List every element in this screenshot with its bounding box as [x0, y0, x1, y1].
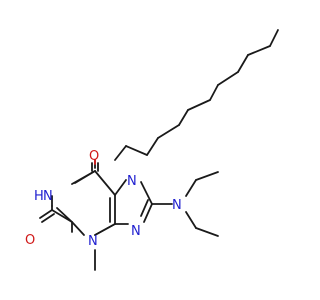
atom-n1: N	[43, 189, 53, 204]
diethylamino-group	[151, 171, 219, 237]
nonyl-chain	[114, 29, 279, 161]
molecule-drawing: O O H N N N N N	[25, 29, 279, 271]
atom-n7: N	[127, 174, 137, 189]
atom-n-amine: N	[172, 198, 182, 213]
atom-h-n1: H	[34, 189, 44, 204]
atom-n3: N	[88, 234, 98, 249]
atom-n9: N	[131, 224, 141, 239]
purine-core	[39, 159, 153, 271]
atom-o-top: O	[89, 149, 99, 164]
atom-labels: O O H N N N N N	[25, 149, 182, 249]
structure-svg: O O H N N N N N	[25, 29, 279, 271]
atom-o-left: O	[25, 233, 35, 248]
